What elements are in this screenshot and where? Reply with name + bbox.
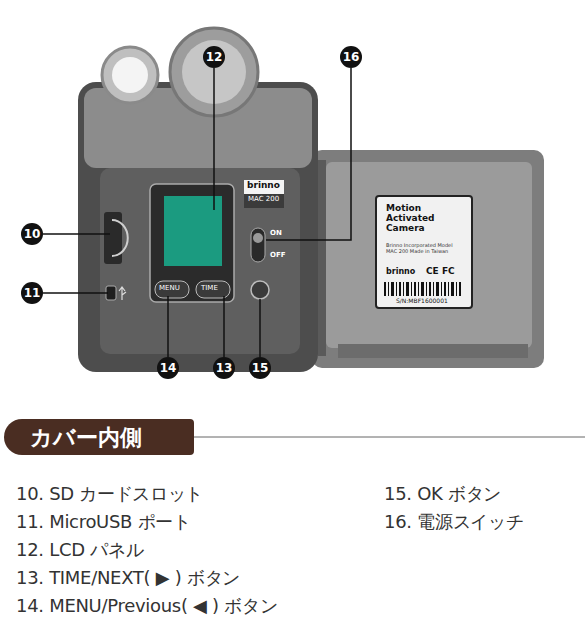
sd-slot-edge — [112, 220, 128, 256]
brand-badge-top — [244, 180, 284, 194]
inner-panel — [100, 168, 300, 354]
ok-button — [251, 281, 269, 299]
callout-number: 13 — [213, 357, 235, 379]
callout-number: 10 — [21, 223, 43, 245]
motion-sensor — [102, 47, 158, 103]
callout-number: 11 — [21, 282, 43, 304]
cover-outer — [312, 150, 544, 368]
sticker-text: Brinno Incorporated Model MAC 200 Made i… — [386, 243, 462, 254]
brand-name: brinno — [386, 268, 415, 277]
cover-sticker — [376, 196, 472, 308]
part-item: 15. OK ボタン — [384, 484, 501, 504]
cover-lip — [338, 344, 528, 358]
usb-icon — [119, 287, 126, 300]
part-item: 12. LCD パネル — [16, 540, 143, 560]
lcd-bezel — [150, 184, 234, 302]
brand-badge-bottom — [244, 194, 284, 208]
part-item: 11. MicroUSB ポート — [16, 512, 191, 532]
switch-label: ON — [270, 230, 282, 238]
model-name: MAC 200 — [248, 196, 279, 204]
power-switch-knob — [253, 233, 263, 243]
time-button — [196, 281, 230, 298]
part-item: 16. 電源スイッチ — [384, 512, 523, 532]
cover-hinge — [318, 160, 326, 356]
brand-name: brinno — [247, 181, 280, 191]
callout-number: 15 — [249, 357, 271, 379]
part-item: 14. MENU/Previous( ◀ ) ボタン — [16, 596, 277, 616]
switch-label: OFF — [270, 252, 286, 260]
part-item: 13. TIME/NEXT( ▶ ) ボタン — [16, 568, 240, 588]
button-label: MENU — [159, 285, 180, 293]
camera-body — [78, 82, 318, 372]
cert-mark: CE FC — [426, 267, 455, 277]
barcode — [384, 282, 461, 296]
motion-sensor-lens — [112, 57, 148, 93]
heading-band: カバー内側 — [4, 419, 194, 455]
power-switch — [251, 228, 265, 262]
serial-number: S/N:MBF1600001 — [396, 298, 448, 305]
cover-inner — [326, 162, 532, 348]
heading-rule — [190, 437, 585, 438]
heading-text: カバー内側 — [30, 423, 194, 453]
callout-number: 16 — [340, 46, 362, 68]
callout-number: 12 — [203, 46, 225, 68]
menu-button — [155, 281, 189, 298]
sticker-title: Motion Activated Camera — [386, 204, 456, 234]
callout-number: 14 — [157, 357, 179, 379]
leader-lines — [43, 68, 351, 357]
part-item: 10. SD カードスロット — [16, 484, 203, 504]
button-label: TIME — [201, 285, 218, 293]
